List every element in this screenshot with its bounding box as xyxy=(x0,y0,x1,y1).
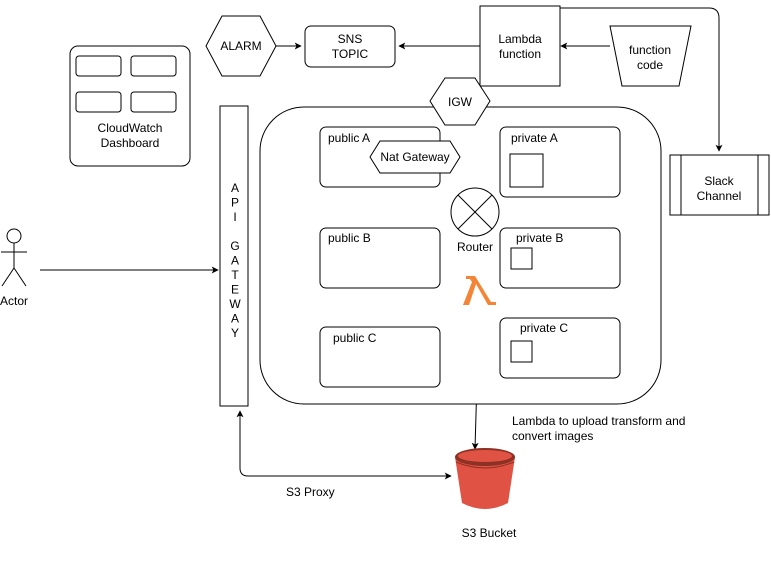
subnet-public-c-label: public C xyxy=(333,331,377,345)
api-gateway-letter: P xyxy=(231,196,239,210)
lambda-note-line1: Lambda to upload transform and xyxy=(512,414,685,428)
api-gateway-letter: A xyxy=(231,312,239,326)
nat-gateway-node[interactable]: Nat Gateway xyxy=(369,140,461,174)
slack-channel-node[interactable]: Slack Channel xyxy=(669,154,770,216)
actor-label: Actor xyxy=(0,294,28,308)
actor-node[interactable]: Actor xyxy=(0,228,28,308)
alarm-node[interactable]: ALARM xyxy=(205,15,277,77)
sns-topic-node[interactable]: SNS TOPIC xyxy=(304,25,396,68)
edge-lambda-to-slack xyxy=(520,7,723,152)
edge-s3-proxy xyxy=(236,410,452,480)
api-gateway-letter: E xyxy=(231,283,239,297)
cloudwatch-label-line1: CloudWatch xyxy=(98,121,163,135)
router-node[interactable]: Router xyxy=(450,187,500,254)
igw-label: IGW xyxy=(448,95,473,109)
dashboard-widget xyxy=(75,55,122,77)
sns-topic-label-line1: SNS xyxy=(338,32,363,46)
instance-box[interactable] xyxy=(510,340,533,363)
dashboard-widget xyxy=(130,55,177,77)
actor-icon xyxy=(1,228,27,287)
api-gateway-letter: G xyxy=(230,239,239,253)
subnet-private-c[interactable]: private C xyxy=(499,317,621,379)
nat-gateway-label: Nat Gateway xyxy=(380,150,449,164)
api-gateway-letter: Y xyxy=(231,326,239,340)
instance-box[interactable] xyxy=(509,153,544,188)
subnet-private-b-label: private B xyxy=(516,231,563,245)
s3-proxy-label: S3 Proxy xyxy=(286,485,335,499)
subnet-public-b[interactable]: public B xyxy=(319,227,441,289)
igw-node[interactable]: IGW xyxy=(429,77,491,126)
alarm-label: ALARM xyxy=(220,39,261,53)
slack-channel-label-line1: Slack xyxy=(704,174,734,188)
function-code-label-line1: function xyxy=(629,43,671,57)
lambda-note-line2: convert images xyxy=(512,429,593,443)
lambda-function-label-line1: Lambda xyxy=(498,32,542,46)
subnet-private-a[interactable]: private A xyxy=(499,126,621,198)
dashboard-widget xyxy=(75,91,122,113)
s3-bucket-icon xyxy=(455,448,515,509)
lambda-function-node[interactable]: Lambda function xyxy=(479,5,561,87)
router-icon xyxy=(450,187,500,237)
s3-bucket-label: S3 Bucket xyxy=(462,526,517,540)
subnet-private-b[interactable]: private B xyxy=(499,227,621,289)
api-gateway-letter: T xyxy=(231,268,239,282)
subnet-private-a-label: private A xyxy=(511,131,558,145)
lambda-icon[interactable] xyxy=(459,270,499,310)
lambda-function-label-line2: function xyxy=(499,47,541,61)
instance-box[interactable] xyxy=(510,247,533,270)
api-gateway-letter: A xyxy=(231,181,239,195)
api-gateway-letter: W xyxy=(229,297,241,311)
cloudwatch-dashboard[interactable]: CloudWatch Dashboard xyxy=(69,45,191,167)
api-gateway-letter: A xyxy=(231,254,239,268)
subnet-public-c[interactable]: public C xyxy=(319,326,441,388)
router-label: Router xyxy=(457,240,493,254)
dashboard-widget xyxy=(130,91,177,113)
api-gateway-letter: I xyxy=(233,210,236,224)
subnet-private-c-label: private C xyxy=(520,321,568,335)
function-code-label-line2: code xyxy=(637,58,663,72)
function-code-node[interactable]: function code xyxy=(609,25,692,87)
cloudwatch-label-line2: Dashboard xyxy=(101,136,160,150)
slack-channel-label-line2: Channel xyxy=(697,189,742,203)
subnet-public-b-label: public B xyxy=(328,231,371,245)
subnet-public-a-label: public A xyxy=(328,131,370,145)
sns-topic-label-line2: TOPIC xyxy=(332,47,369,61)
s3-bucket-node[interactable]: S3 Bucket xyxy=(455,448,517,540)
